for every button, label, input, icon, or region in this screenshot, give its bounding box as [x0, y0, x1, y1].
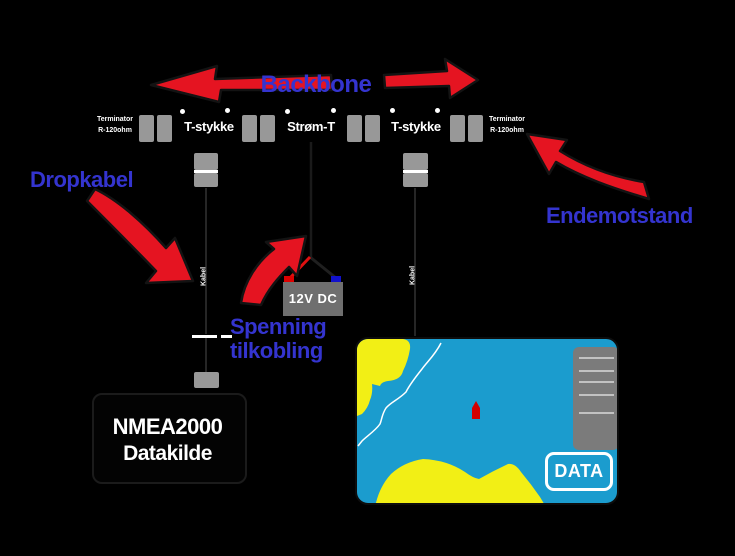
endemotstand-label: Endemotstand — [546, 203, 693, 228]
device-name-line1: NMEA2000 — [112, 414, 223, 439]
chartplotter: DATA — [355, 337, 619, 505]
drop-connector-left-lower — [194, 173, 218, 187]
terminator-right-line2: R-120ohm — [490, 127, 524, 134]
land-top-left — [357, 339, 411, 416]
tee3-label: T-stykke — [391, 119, 441, 134]
data-badge: DATA — [545, 452, 613, 491]
drop-connector-right-lower — [403, 173, 428, 187]
device-connector — [194, 372, 219, 388]
cable-break-mark — [221, 335, 232, 338]
backbone-arrow-right-icon — [382, 57, 480, 100]
connector-tee3-b — [468, 115, 483, 142]
backbone-arrow-left-icon — [149, 64, 334, 104]
terminator-left-label: Terminator R-120ohm — [94, 114, 136, 136]
drop-connector-left-gap — [194, 170, 218, 173]
dropkabel-label: Dropkabel — [30, 167, 134, 192]
softkey-lines — [579, 357, 614, 414]
connector-tee2-b — [365, 115, 380, 142]
terminator-right-line1: Terminator — [488, 116, 526, 123]
dropkabel-arrow-icon — [85, 187, 195, 285]
connector-terminator-left-a — [139, 115, 154, 142]
datakilde-device-box — [92, 393, 247, 484]
spenning-label-line1: Spenning — [230, 314, 327, 339]
softkey-panel — [573, 347, 617, 450]
device-name-line2: Datakilde — [123, 442, 212, 465]
battery-plus-terminal — [284, 276, 294, 283]
kabel-right-label: Kabel — [409, 265, 417, 286]
depth-contour-line — [357, 342, 442, 447]
terminator-right-label: Terminator R-120ohm — [486, 114, 528, 136]
tee2-label: Strøm-T — [287, 119, 335, 134]
cable-break-mark — [192, 335, 217, 338]
chart-map — [357, 339, 617, 503]
terminator-left-line2: R-120ohm — [98, 127, 132, 134]
connector-tee2-a — [347, 115, 362, 142]
battery-negative-wire — [309, 255, 337, 280]
pin-dot — [435, 108, 440, 113]
land-bottom — [375, 459, 544, 503]
backbone-label: Backbone — [260, 71, 372, 98]
connector-tee3-a — [450, 115, 465, 142]
terminator-left-line1: Terminator — [96, 116, 134, 123]
boat-icon — [472, 401, 480, 419]
spenning-label-line2: tilkobling — [230, 338, 323, 363]
spenning-arrow-icon — [239, 234, 308, 307]
drop-connector-left-upper — [194, 153, 218, 170]
endemotstand-arrow-icon — [525, 132, 651, 201]
battery-minus-terminal — [331, 276, 341, 283]
connector-terminator-left-b — [157, 115, 172, 142]
connector-tee1-a — [242, 115, 257, 142]
tee1-label: T-stykke — [184, 119, 234, 134]
drop-connector-right-upper — [403, 153, 428, 170]
pin-dot — [390, 108, 395, 113]
battery-12v: 12V DC — [283, 282, 343, 316]
pin-dot — [225, 108, 230, 113]
connector-tee1-b — [260, 115, 275, 142]
pin-dot — [285, 109, 290, 114]
pin-dot — [180, 109, 185, 114]
drop-connector-right-gap — [403, 170, 428, 173]
pin-dot — [331, 108, 336, 113]
kabel-left-label: Kabel — [200, 266, 208, 287]
